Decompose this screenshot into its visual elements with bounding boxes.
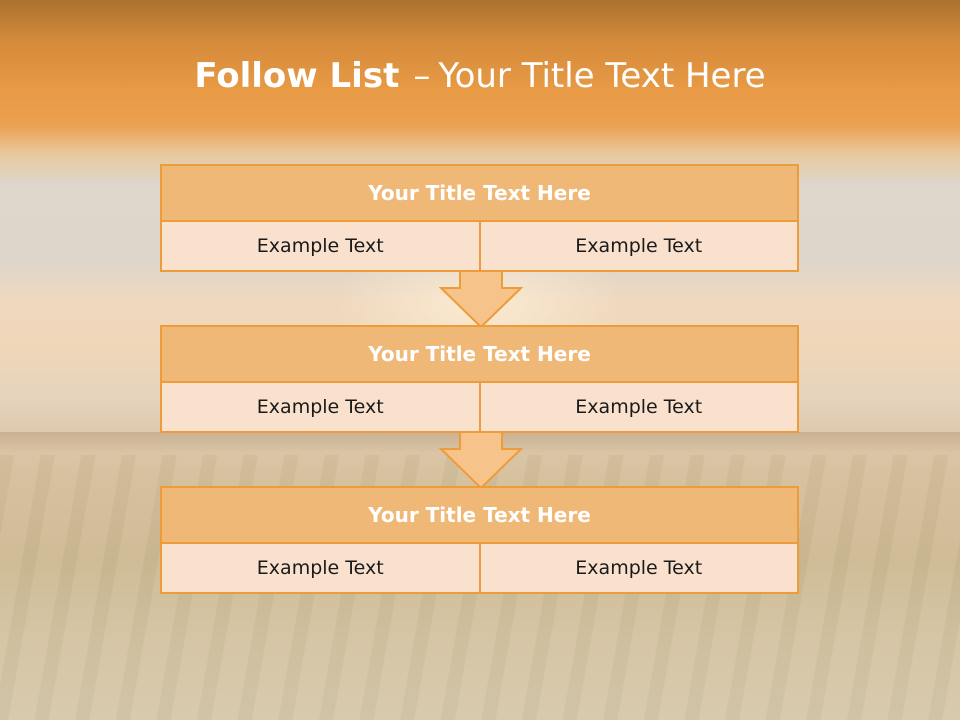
step-1-left-text: Example Text	[256, 235, 384, 257]
slide-title-bold: Follow List	[194, 56, 400, 96]
step-row-1: Example Text Example Text	[162, 222, 797, 270]
step-3-left-text: Example Text	[256, 557, 384, 579]
step-box-2: Your Title Text Here Example Text Exampl…	[160, 325, 799, 433]
slide-title-rest: Your Title Text Here	[438, 56, 766, 96]
step-box-3: Your Title Text Here Example Text Exampl…	[160, 486, 799, 594]
step-3-right-text: Example Text	[478, 544, 798, 592]
step-2-left-text: Example Text	[256, 396, 384, 418]
down-arrow-icon	[438, 270, 524, 329]
step-row-2: Example Text Example Text	[162, 383, 797, 431]
step-title-2: Your Title Text Here	[162, 327, 797, 383]
step-row-3: Example Text Example Text	[162, 544, 797, 592]
step-title-3: Your Title Text Here	[162, 488, 797, 544]
slide-title: Follow List–Your Title Text Here	[0, 52, 960, 100]
step-2-right-text: Example Text	[478, 383, 798, 431]
step-title-1: Your Title Text Here	[162, 166, 797, 222]
slide-title-separator: –	[413, 56, 431, 96]
step-1-right-text: Example Text	[478, 222, 798, 270]
step-box-1: Your Title Text Here Example Text Exampl…	[160, 164, 799, 272]
down-arrow-icon	[438, 431, 524, 490]
